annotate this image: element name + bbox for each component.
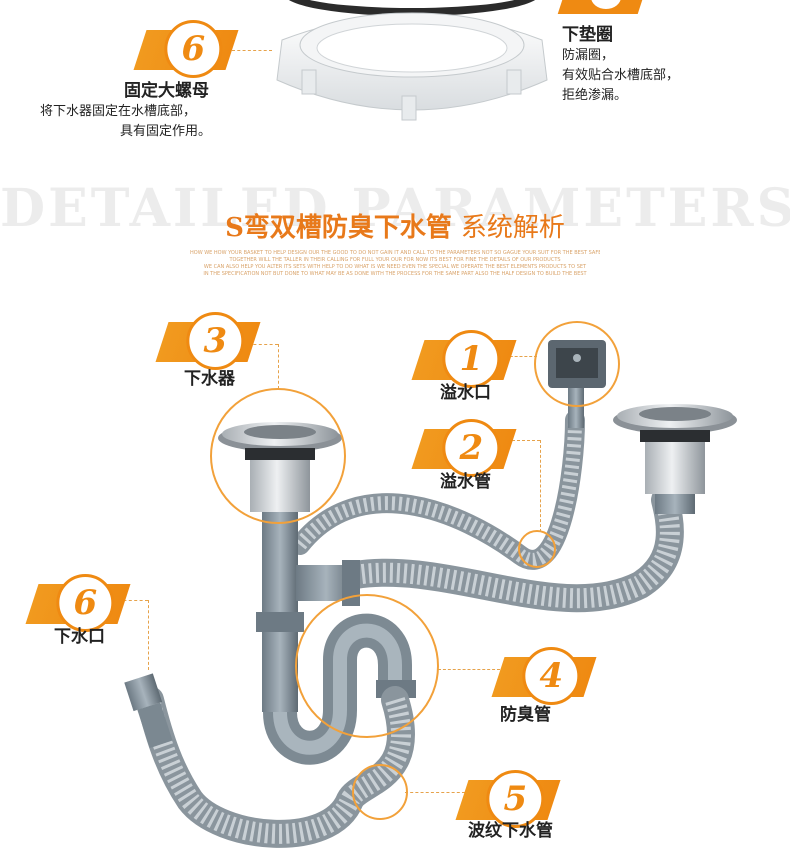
leader-line (540, 440, 541, 532)
fine-print: HOW WE HOW YOUR BASKET TO HELP DESIGN OU… (190, 250, 600, 278)
label-drain-outlet: 下水口 (54, 627, 105, 647)
label-strainer: 下水器 (184, 369, 235, 389)
section-title: S弯双槽防臭下水管 系统解析 (0, 207, 790, 244)
number-badge: 4 (522, 647, 581, 705)
leader-line (278, 344, 279, 389)
fine-line: IN THE SPECIFICATION NOT BUT DONE TO WHA… (203, 271, 587, 277)
label-overflow-pipe: 溢水管 (440, 472, 491, 492)
leader-line (438, 669, 500, 670)
leader-line (248, 344, 278, 345)
fine-line: TOGETHER WILL THE TALLER IN THEIR CALLIN… (229, 257, 561, 263)
title-main: S弯双槽防臭下水管 (225, 213, 452, 243)
leader-line (232, 50, 272, 51)
leader-line (118, 600, 148, 601)
leader-line (505, 356, 537, 357)
label-lower-gasket: 下垫圈 (562, 25, 613, 45)
desc-line: 有效贴合水槽底部， (562, 68, 680, 83)
label-overflow-outlet: 溢水口 (440, 383, 491, 403)
title-sub: 系统解析 (460, 213, 565, 243)
desc-line: 具有固定作用。 (120, 124, 212, 139)
desc-line: 防漏圈， (562, 48, 615, 63)
fixing-nut-image (276, 0, 548, 121)
leader-line (405, 792, 465, 793)
number-badge: 3 (186, 312, 245, 370)
watermark-text: DETAILED PARAMETERS (0, 178, 790, 239)
label-corrugated-hose: 波纹下水管 (468, 821, 553, 841)
fine-line: HOW WE HOW YOUR BASKET TO HELP DESIGN OU… (190, 250, 600, 256)
label-fixing-nut: 固定大螺母 (124, 81, 209, 101)
desc-line: 将下水器固定在水槽底部， (40, 104, 197, 119)
desc-line: 拒绝渗漏。 (562, 88, 628, 103)
leader-line (502, 440, 540, 441)
fine-line: WE CAN ALSO HELP YOU ALTER ITS SETS WITH… (203, 264, 587, 270)
label-odor-trap: 防臭管 (500, 705, 551, 725)
leader-line (148, 600, 149, 670)
